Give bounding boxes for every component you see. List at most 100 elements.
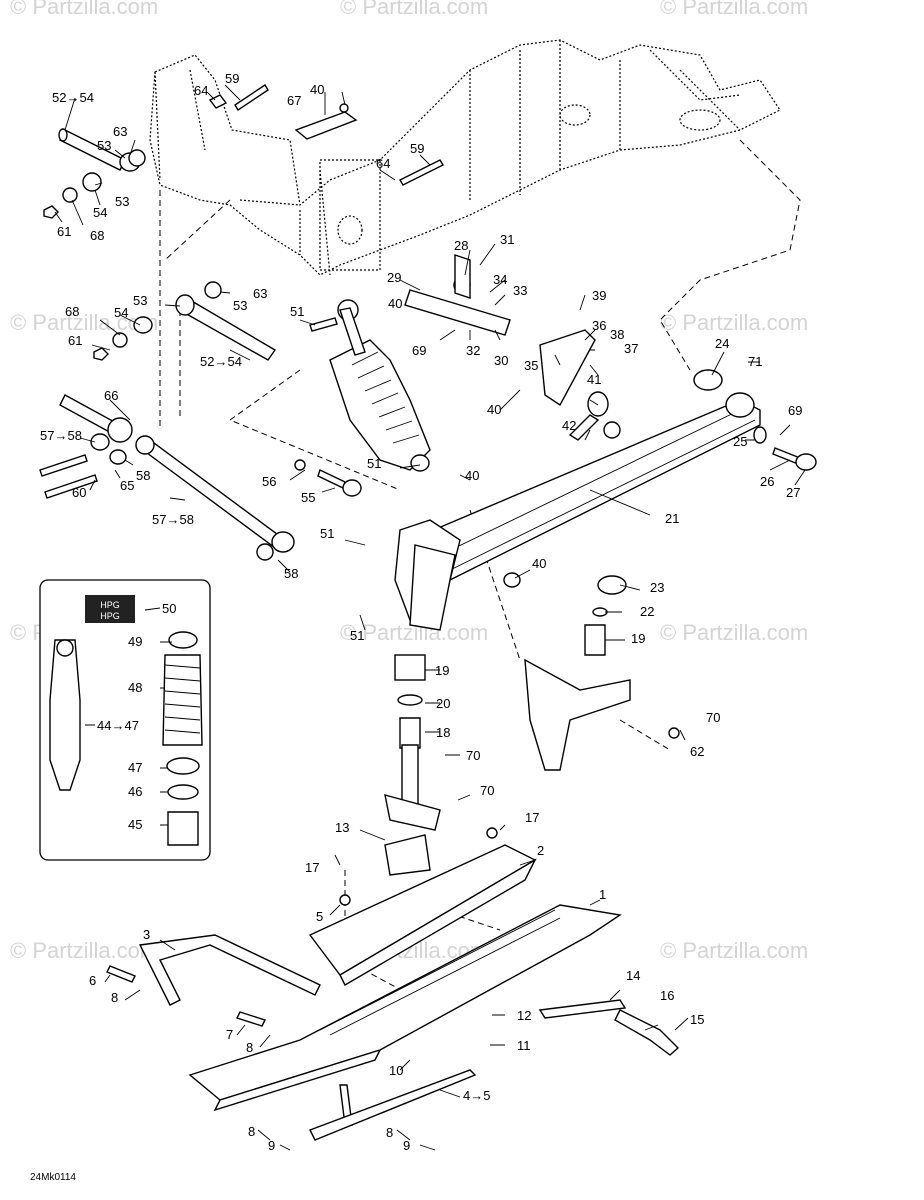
callout-label: 71 (748, 354, 762, 369)
callout-label: 34 (493, 272, 507, 287)
callout-label: 61 (57, 224, 71, 239)
callout-label: 40 (532, 556, 546, 571)
watermark: © Partzilla.com (660, 620, 808, 645)
shock-parts-inset: HPG HPG (39, 579, 211, 861)
watermark: © Partzilla.com (10, 938, 158, 963)
callout-label: 67 (287, 93, 301, 108)
watermark: © Partzilla.com (340, 0, 488, 19)
callout-label: 24 (715, 336, 729, 351)
callout-label: 29 (387, 270, 401, 285)
callout-label: 28 (454, 238, 468, 253)
callout-label: 65 (120, 478, 134, 493)
callout-label: 33 (513, 283, 527, 298)
callout-label: 8 (111, 990, 118, 1005)
callout-label: 11 (517, 1038, 531, 1053)
ski-assembly (106, 827, 680, 1141)
callout-label: 19 (631, 631, 645, 646)
callout-label: 40 (310, 82, 324, 97)
callout-label: 7 (226, 1027, 233, 1042)
callout-label: 5 (316, 909, 323, 924)
callout-label: 45 (128, 817, 142, 832)
callout-label: 60 (72, 485, 86, 500)
callout-label: 12 (517, 1008, 531, 1023)
decal-text: HPG (100, 600, 120, 610)
callout-label: 37 (624, 341, 638, 356)
callout-label: 30 (494, 353, 508, 368)
watermark: © Partzilla.com (660, 0, 808, 19)
callout-label: 69 (788, 403, 802, 418)
callout-label: 57→58 (40, 428, 82, 443)
callout-label: 61 (68, 333, 82, 348)
callout-label: 54 (114, 305, 128, 320)
decal-text: HPG (100, 611, 120, 621)
callout-label: 2 (537, 843, 544, 858)
callout-label: 23 (650, 580, 664, 595)
callout-label: 51 (350, 628, 364, 643)
trailing-arm-21 (394, 369, 817, 631)
callout-label: 68 (65, 304, 79, 319)
watermark: © Partzilla.com (10, 310, 158, 335)
callout-label: 59 (225, 71, 239, 86)
callout-label: 51 (367, 456, 381, 471)
callout-label: 58 (284, 566, 298, 581)
callout-label: 13 (335, 820, 349, 835)
callout-label: 40 (388, 296, 402, 311)
callout-label: 53 (97, 138, 111, 153)
callout-label: 69 (412, 343, 426, 358)
callout-label: 62 (690, 744, 704, 759)
callout-label: 55 (301, 490, 315, 505)
callout-label: 63 (113, 124, 127, 139)
callout-label: 16 (660, 988, 674, 1003)
callout-label: 56 (262, 474, 276, 489)
callout-label: 6 (89, 973, 96, 988)
callout-label: 63 (253, 286, 267, 301)
callout-label: 58 (136, 468, 150, 483)
callout-label: 59 (410, 141, 424, 156)
callout-label: 36 (592, 318, 606, 333)
callout-label: 21 (665, 511, 679, 526)
leader-lines (54, 84, 806, 1151)
callout-label: 19 (435, 663, 449, 678)
figure-code: 24Mk0114 (30, 1172, 76, 1183)
callout-label: 52→54 (52, 90, 94, 105)
callout-label: 18 (436, 725, 450, 740)
plate-67 (294, 103, 358, 140)
callout-label: 39 (592, 288, 606, 303)
callouts: 52→54 59 64 67 40 63 53 53 54 61 68 64 5… (40, 71, 802, 1153)
callout-label: 53 (133, 293, 147, 308)
callout-label: 70 (480, 783, 494, 798)
callout-label: 17 (525, 810, 539, 825)
callout-label: 25 (733, 434, 747, 449)
callout-label: 9 (403, 1138, 410, 1153)
callout-label: 44→47 (97, 718, 139, 733)
callout-label: 38 (610, 327, 624, 342)
callout-label: 47 (128, 760, 142, 775)
callout-label: 4→5 (463, 1088, 490, 1103)
callout-label: 8 (246, 1040, 253, 1055)
watermark: © Partzilla.com (10, 0, 158, 19)
callout-label: 46 (128, 784, 142, 799)
callout-label: 52→54 (200, 354, 242, 369)
callout-label: 15 (690, 1012, 704, 1027)
callout-label: 54 (93, 205, 107, 220)
callout-label: 20 (436, 696, 450, 711)
callout-label: 53 (115, 194, 129, 209)
shock-absorber (309, 299, 431, 472)
callout-label: 10 (389, 1063, 403, 1078)
callout-label: 17 (305, 860, 319, 875)
callout-label: 31 (500, 232, 514, 247)
callout-label: 68 (90, 228, 104, 243)
callout-label: 8 (386, 1125, 393, 1140)
callout-label: 26 (760, 474, 774, 489)
spindle-assembly (384, 575, 680, 876)
callout-label: 64 (194, 83, 208, 98)
callout-label: 35 (524, 358, 538, 373)
callout-label: 64 (376, 156, 390, 171)
callout-label: 8 (248, 1124, 255, 1139)
callout-label: 1 (599, 887, 606, 902)
callout-label: 57→58 (152, 512, 194, 527)
callout-label: 9 (268, 1138, 275, 1153)
callout-label: 42 (562, 418, 576, 433)
callout-label: 48 (128, 680, 142, 695)
